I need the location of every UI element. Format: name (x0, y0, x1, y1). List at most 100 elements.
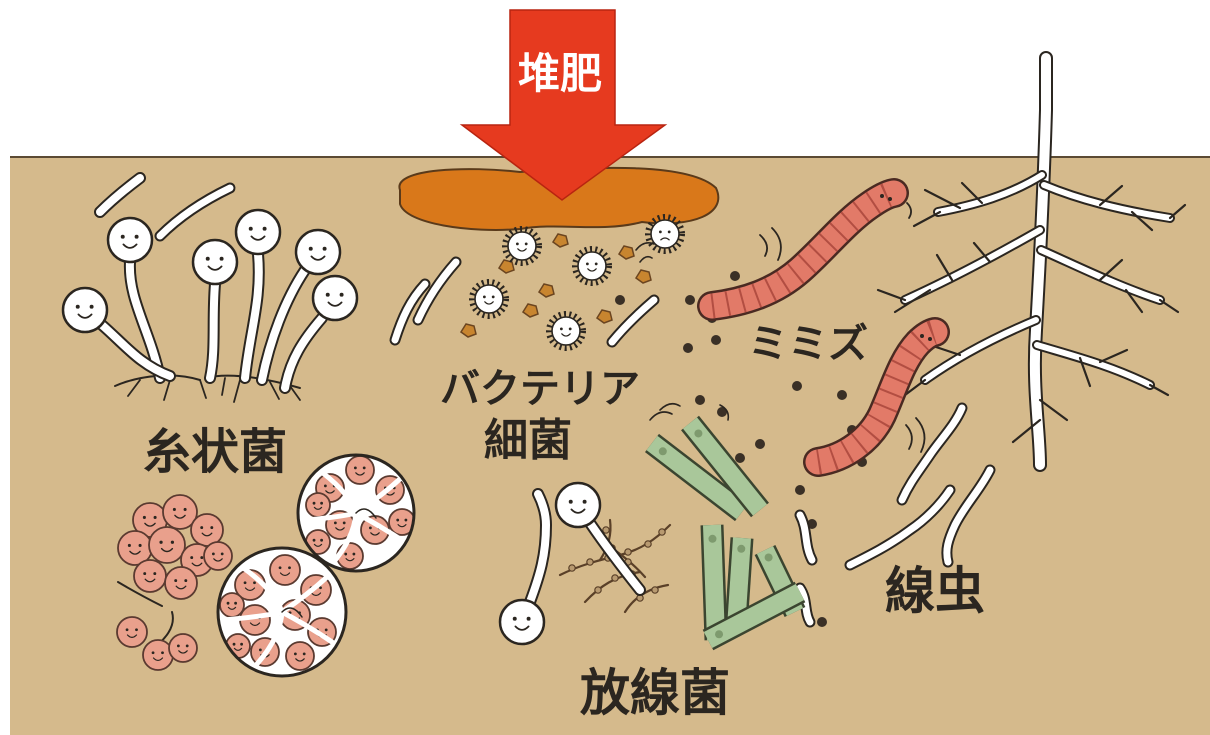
eye (190, 556, 193, 559)
fungal-cell (346, 456, 374, 484)
cell-body (117, 617, 147, 647)
eye (126, 628, 129, 631)
eye (343, 522, 346, 525)
earthworm-label: ミミズ (748, 321, 868, 367)
soil-dot (683, 343, 693, 353)
actinomycetes-label: 放線菌 (580, 664, 730, 722)
actinomycete-rod (708, 525, 716, 640)
eye (320, 539, 323, 542)
spore (625, 549, 631, 555)
fungus-head (193, 240, 237, 284)
eye (234, 602, 237, 605)
fungal-cell (270, 555, 300, 585)
soil-dot (685, 295, 695, 305)
cell-body (149, 527, 185, 563)
rod-tip (659, 447, 667, 455)
fungal-cell (220, 593, 244, 617)
spore (569, 565, 575, 571)
fungus-head-circle (63, 288, 107, 332)
compost-label: 堆肥 (518, 49, 602, 98)
spore (587, 559, 593, 565)
eye (396, 519, 399, 522)
eye (259, 649, 262, 652)
fungus-stalk-body (210, 284, 215, 378)
nematode-label: 線虫 (885, 562, 985, 620)
fungus-head (556, 483, 600, 527)
eye (221, 553, 224, 556)
fungal-cell (306, 493, 330, 517)
eye (326, 293, 330, 297)
fungus-head (313, 276, 357, 320)
soil-dot (615, 295, 625, 305)
spore (645, 541, 651, 547)
cell-body (134, 560, 166, 592)
bacterium-body (651, 220, 679, 248)
earthworm-eye (920, 334, 924, 338)
eye (353, 553, 356, 556)
fungal-cell (149, 527, 185, 563)
eye (294, 653, 297, 656)
fungal-cell (204, 542, 232, 570)
filamentous-fungi-label: 糸状菌 (143, 424, 287, 480)
cell-body (270, 555, 300, 585)
eye (525, 243, 528, 246)
fungal-cell (117, 617, 147, 647)
eye (560, 328, 563, 331)
fungus-head-circle (313, 276, 357, 320)
bacterium-body (475, 285, 503, 313)
eye (206, 257, 210, 261)
soil-dot (817, 617, 827, 627)
eye (184, 508, 187, 511)
eye (320, 502, 323, 505)
earthworm-eye (880, 194, 884, 198)
cell-body (165, 567, 197, 599)
eye (249, 227, 253, 231)
eye (153, 572, 156, 575)
cell-body (306, 493, 330, 517)
eye (369, 527, 372, 530)
soil-dot (711, 335, 721, 345)
fungal-cell (165, 567, 197, 599)
eye (354, 467, 357, 470)
eye (143, 516, 146, 519)
eye (253, 581, 256, 584)
soil-dot (730, 271, 740, 281)
eye (313, 502, 316, 505)
fungus-head-circle (108, 218, 152, 262)
eye (154, 516, 157, 519)
bacterium-body (578, 252, 606, 280)
eye (139, 544, 142, 547)
eye (583, 500, 587, 504)
eye (405, 519, 408, 522)
bacterium-body (508, 232, 536, 260)
eye (492, 296, 495, 299)
eye (527, 617, 531, 621)
eye (279, 566, 282, 569)
eye (135, 628, 138, 631)
fungus-head (108, 218, 152, 262)
soil-dot (795, 485, 805, 495)
eye (240, 643, 243, 646)
eye (220, 257, 224, 261)
earthworm-eye (928, 337, 932, 341)
fungus-stalk (210, 284, 215, 378)
eye (288, 566, 291, 569)
cell-body (346, 456, 374, 484)
eye (325, 629, 328, 632)
rod-tip (715, 630, 723, 638)
eye (309, 247, 313, 251)
eye (363, 467, 366, 470)
spore (612, 575, 618, 581)
fungus-head (296, 230, 340, 274)
eye (483, 296, 486, 299)
eye (233, 643, 236, 646)
eye (161, 651, 164, 654)
eye (212, 553, 215, 556)
fungal-cell (143, 640, 173, 670)
soil-dot (735, 453, 745, 463)
cell-sphere (218, 548, 346, 676)
cell-body (143, 640, 173, 670)
eye (184, 579, 187, 582)
eye (569, 500, 573, 504)
